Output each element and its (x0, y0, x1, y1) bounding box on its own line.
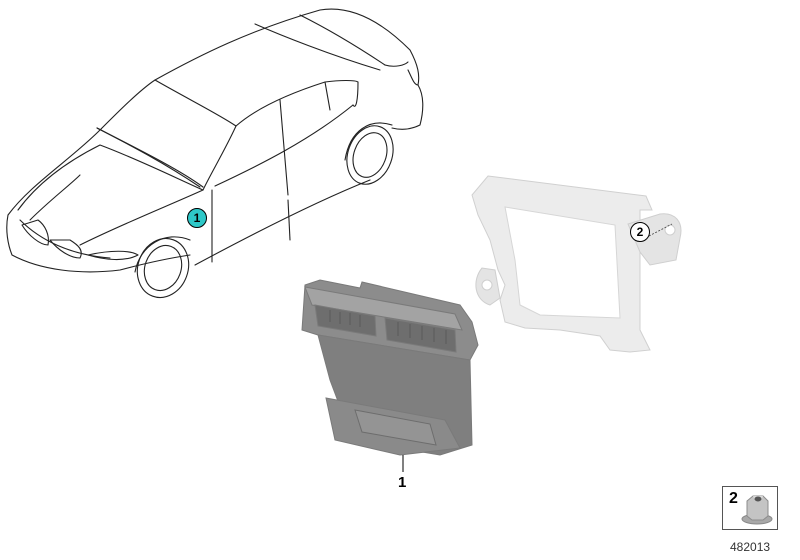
bracket-nut-callout[interactable]: 2 (630, 222, 650, 242)
parts-legend-box[interactable]: 2 (722, 486, 778, 530)
control-module-label[interactable]: 1 (398, 474, 407, 491)
legend-item-number: 2 (729, 490, 738, 507)
hex-flange-nut-icon (741, 495, 773, 525)
car-location-callout[interactable]: 1 (187, 208, 207, 228)
diagram-id: 482013 (730, 540, 771, 554)
